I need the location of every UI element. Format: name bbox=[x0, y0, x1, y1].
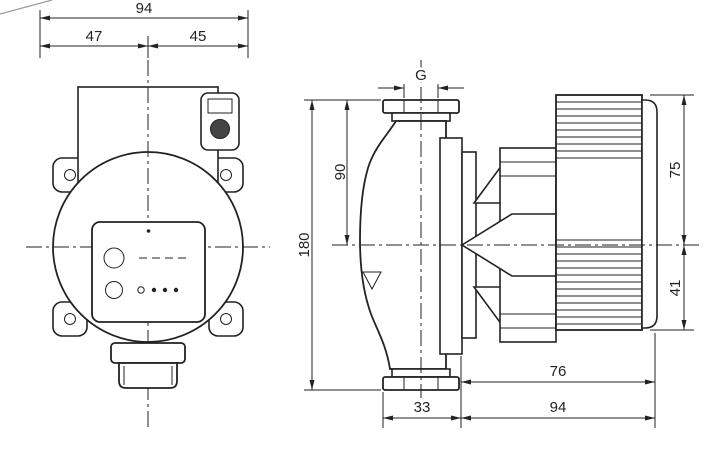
led-indicator bbox=[151, 287, 157, 293]
flow-direction-arrow bbox=[362, 271, 382, 291]
dim-width-left: 47 bbox=[40, 28, 149, 58]
dim-label-thread: G bbox=[415, 67, 427, 84]
led-indicator bbox=[162, 287, 168, 293]
threaded-port bbox=[118, 362, 178, 389]
union-nut bbox=[110, 342, 186, 364]
motor-cooling-fins-bottom bbox=[556, 239, 642, 325]
dim-motor-depth: 76 bbox=[461, 363, 655, 385]
bottom-thread-bore bbox=[403, 377, 439, 390]
dim-label-port-to-port: 180 bbox=[296, 232, 313, 257]
bottom-port-front bbox=[110, 342, 186, 389]
thread-lines bbox=[123, 366, 173, 385]
dim-width-right: 45 bbox=[148, 28, 248, 49]
casing-back-plate bbox=[439, 137, 463, 355]
dim-thread: G bbox=[378, 65, 464, 98]
dim-label-overall-width: 94 bbox=[136, 0, 153, 17]
front-view: 94 47 45 bbox=[26, 0, 270, 428]
lug-hole bbox=[64, 313, 76, 325]
lug-hole bbox=[64, 169, 76, 181]
dim-label-overall-depth: 94 bbox=[550, 399, 567, 416]
operating-button-upper bbox=[103, 247, 125, 269]
dim-overall-width: 94 bbox=[39, 0, 249, 58]
dim-axis-to-motor-top: 75 bbox=[667, 95, 687, 245]
dim-port-to-port: 180 bbox=[296, 100, 315, 390]
top-thread-bore bbox=[403, 100, 439, 113]
side-view: G 90 180 75 bbox=[296, 60, 700, 428]
panel-marker-dot bbox=[146, 229, 151, 233]
motor-end-cap bbox=[641, 99, 658, 329]
adapter-ribs bbox=[500, 161, 556, 329]
dim-overall-depth: 94 bbox=[461, 399, 655, 421]
clamp-claw-top bbox=[472, 162, 503, 204]
electrical-connector bbox=[200, 92, 240, 151]
dim-label-flange-offset: 33 bbox=[414, 399, 431, 416]
connector-detail bbox=[207, 98, 233, 114]
dim-label-port-to-axis: 90 bbox=[332, 164, 349, 181]
lug-hole bbox=[220, 169, 232, 181]
motor-cooling-fins-top bbox=[556, 101, 642, 159]
dim-axis-to-motor-bottom: 41 bbox=[667, 245, 687, 330]
control-panel bbox=[91, 221, 206, 323]
led-indicator-open bbox=[137, 286, 145, 294]
clamp-claw-bottom bbox=[472, 286, 503, 328]
lug-hole bbox=[220, 313, 232, 325]
operating-button-lower bbox=[105, 281, 123, 299]
dim-label-width-right: 45 bbox=[190, 28, 207, 45]
dim-label-axis-to-motor-top: 75 bbox=[667, 162, 684, 179]
dim-flange-offset: 33 bbox=[383, 399, 461, 421]
dim-port-to-axis: 90 bbox=[332, 100, 350, 245]
control-panel-face bbox=[91, 221, 206, 323]
scan-artifact-line bbox=[0, 0, 53, 15]
led-indicator bbox=[173, 287, 179, 293]
dim-label-width-left: 47 bbox=[86, 28, 103, 45]
dim-label-motor-depth: 76 bbox=[550, 363, 567, 380]
connector-plug bbox=[210, 119, 230, 139]
dim-label-axis-to-motor-bottom: 41 bbox=[667, 280, 684, 297]
